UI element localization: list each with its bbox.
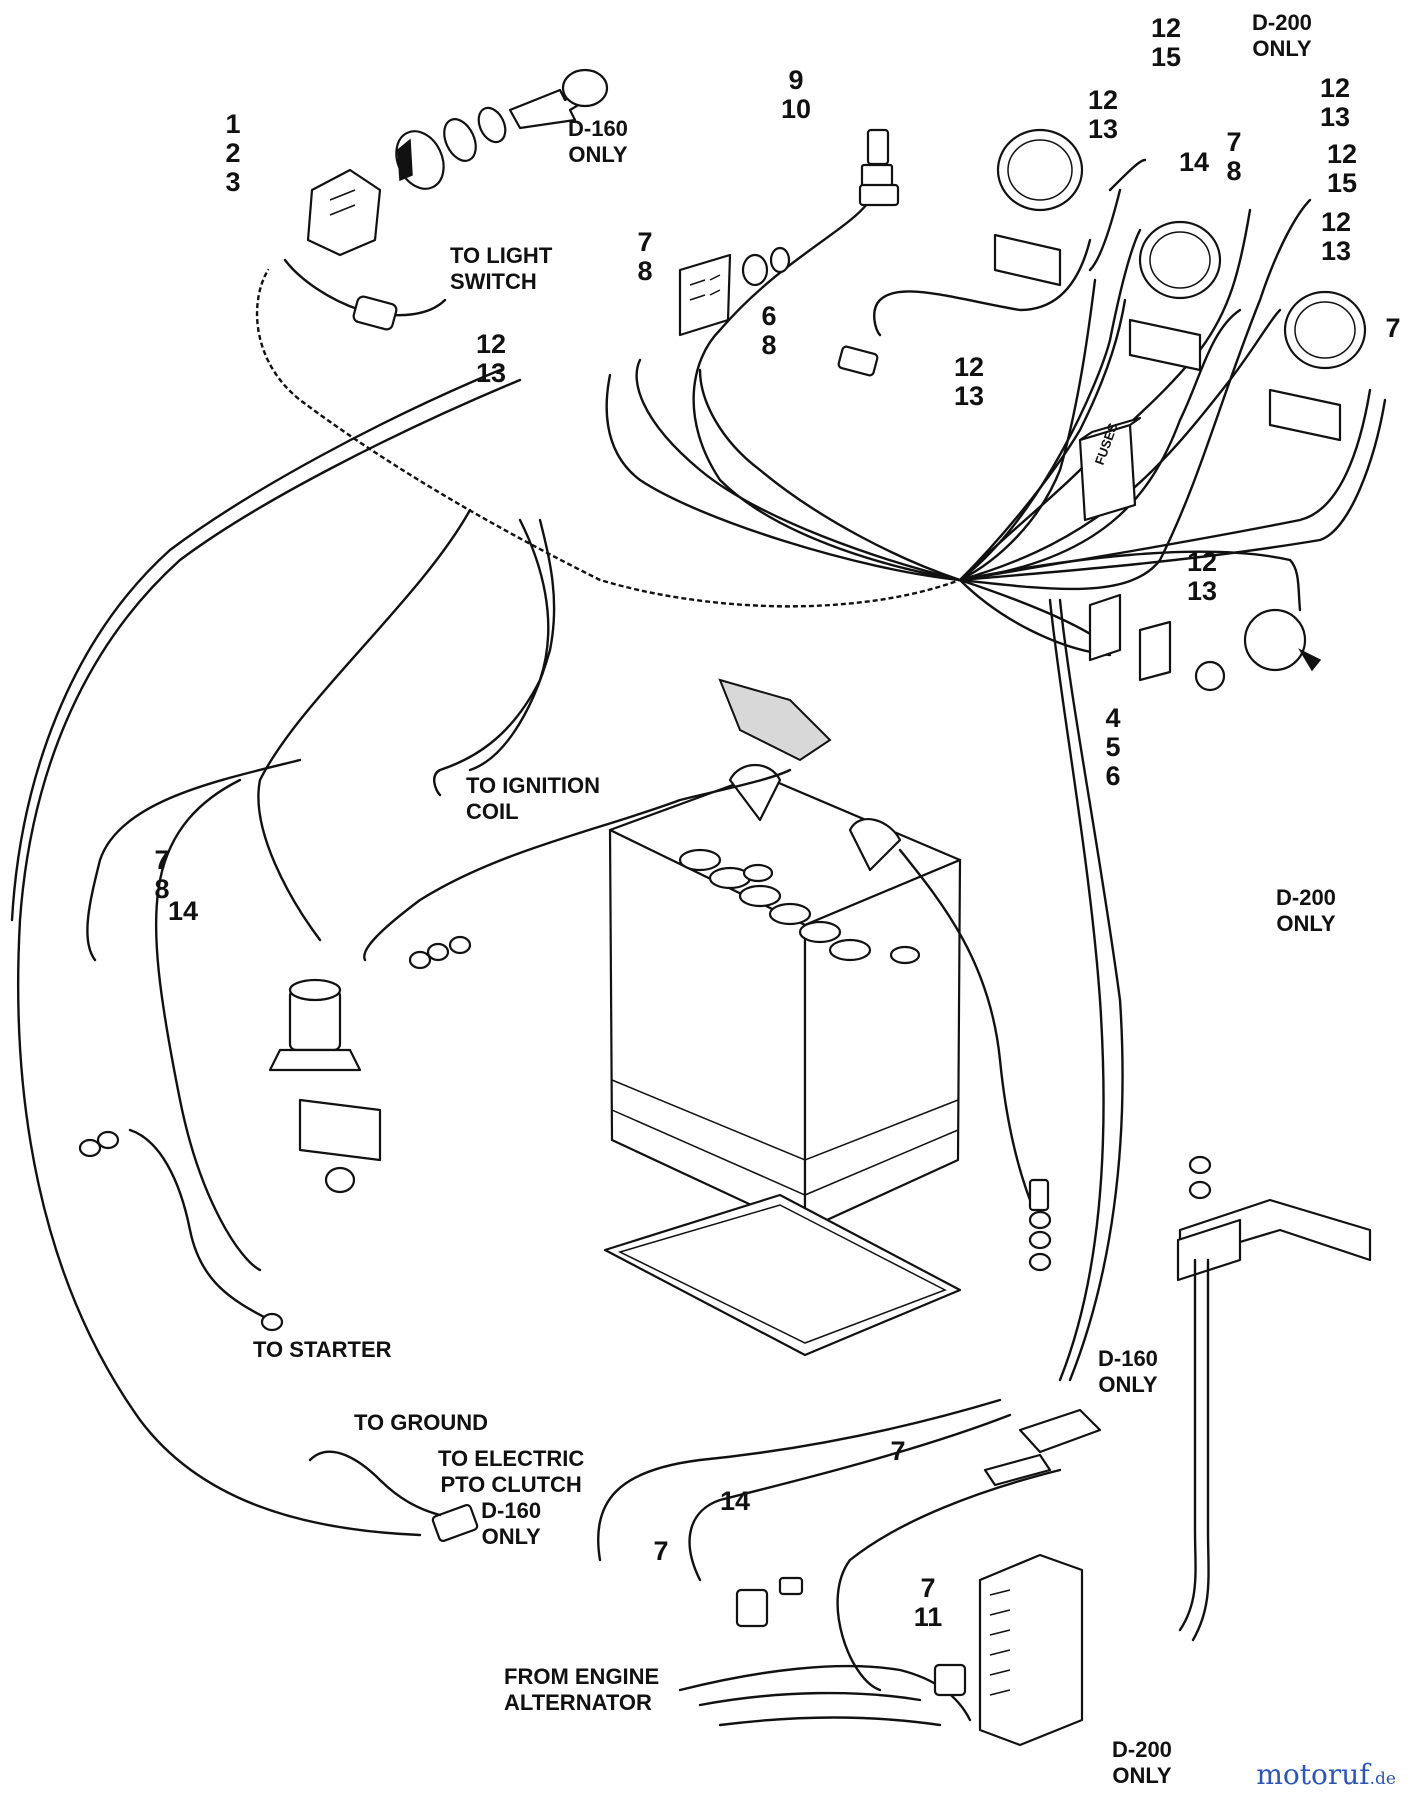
label-light-switch: TO LIGHT SWITCH <box>450 243 553 294</box>
label-starter: TO STARTER <box>253 1337 392 1362</box>
gauge-1 <box>993 128 1084 287</box>
hardware-nuts <box>78 935 1052 1272</box>
lower-harness <box>596 1398 1062 1727</box>
relay-connectors <box>1088 593 1226 692</box>
label-d200-right: D-200 ONLY <box>1276 885 1336 936</box>
battery <box>608 773 962 1232</box>
label-pto-clutch: TO ELECTRIC PTO CLUTCH D-160 ONLY <box>438 1446 585 1549</box>
label-ignition-coil: TO IGNITION COIL <box>466 773 601 824</box>
regulator-rectifier <box>978 1553 1084 1747</box>
callout-14-left: 14 <box>167 896 199 926</box>
d160-connector-block <box>678 246 791 337</box>
callout-7-mid: 7 <box>890 1436 906 1466</box>
main-harness <box>10 158 1387 1537</box>
battery-cable-clamps <box>363 678 1032 1202</box>
gauge-3 <box>1268 290 1367 442</box>
switch-plunger <box>858 128 900 207</box>
gauge-2 <box>1128 220 1222 372</box>
pto-clutch-connector <box>308 1450 479 1543</box>
starter-cable <box>128 1128 284 1332</box>
callout-7-far: 7 <box>1385 313 1401 343</box>
ignition-switch-connector <box>306 168 382 257</box>
ignition-switch <box>395 106 507 190</box>
label-d160-top: D-160 ONLY <box>568 116 628 167</box>
label-d200-bottom: D-200 ONLY <box>1112 1737 1172 1788</box>
label-d200-top: D-200 ONLY <box>1252 10 1312 61</box>
d160-lower-connector <box>983 1408 1102 1487</box>
battery-hold-down <box>1176 1155 1372 1642</box>
label-engine-alternator: FROM ENGINE ALTERNATOR <box>504 1664 660 1715</box>
sender-unit <box>837 345 879 377</box>
battery-tray <box>603 1193 962 1357</box>
fuse-box <box>1078 416 1142 522</box>
oil-pressure-sender <box>1243 608 1322 672</box>
ignition-key-icon <box>508 68 609 130</box>
callout-14-bottom: 14 <box>719 1486 751 1516</box>
label-ground: TO GROUND <box>354 1410 489 1435</box>
starter-solenoid <box>268 978 382 1194</box>
label-d160-lower: D-160 ONLY <box>1098 1346 1158 1397</box>
callout-7-bottom: 7 <box>653 1536 669 1566</box>
light-switch-plug <box>283 258 447 331</box>
callout-14-top: 14 <box>1178 147 1210 177</box>
alternator-connectors <box>735 1576 967 1697</box>
watermark-logo: motoruf.de <box>1256 1758 1396 1791</box>
